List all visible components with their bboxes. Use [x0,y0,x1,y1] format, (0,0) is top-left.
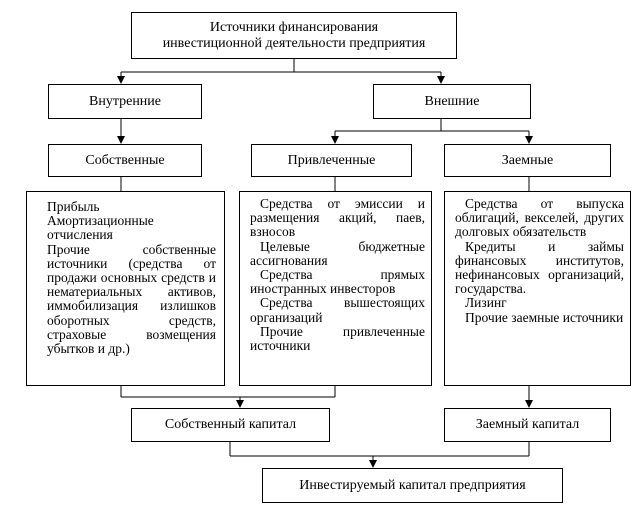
own-sources-list: Прибыль Амортизационные отчисления Прочи… [26,191,225,386]
list-item: Прибыль [47,199,100,214]
list-item: Средства прямых иностранных инвесторов [250,267,425,297]
list-item: Лизинг [465,295,507,311]
internal-box: Внутренние [48,84,202,119]
own-box: Собственные [48,144,202,177]
list-item: Средства от выпуска облигаций, векселей,… [455,196,624,240]
list-item: Средства от эмиссии и размещения акций, … [250,196,425,240]
list-item: Целевые бюджетные ассигнования [250,238,425,268]
own-capital-box: Собственный капитал [131,408,330,442]
list-item: Прочие собственные источники (средства о… [47,241,216,357]
borrowed-box: Заемные [444,144,611,177]
borrowed-capital-box: Заемный капитал [444,408,611,442]
external-box: Внешние [373,84,531,119]
attracted-sources-list: Средства от эмиссии и размещения акций, … [239,191,432,386]
list-item: Прочие заемные источники [465,309,624,325]
attracted-box: Привлеченные [251,144,412,177]
list-item: Кредиты и займы финансовых институтов, н… [455,238,624,297]
list-item: Прочие привлеченные источники [250,323,425,354]
list-item: Амортизационные отчисления [47,213,154,243]
list-item: Средства вышестоящих организаций [250,295,425,325]
sources-title-box: Источники финансирования инвестиционной … [131,12,457,59]
invested-capital-box: Инвестируемый капитал предприятия [262,468,563,503]
borrowed-sources-list: Средства от выпуска облигаций, векселей,… [444,191,631,386]
